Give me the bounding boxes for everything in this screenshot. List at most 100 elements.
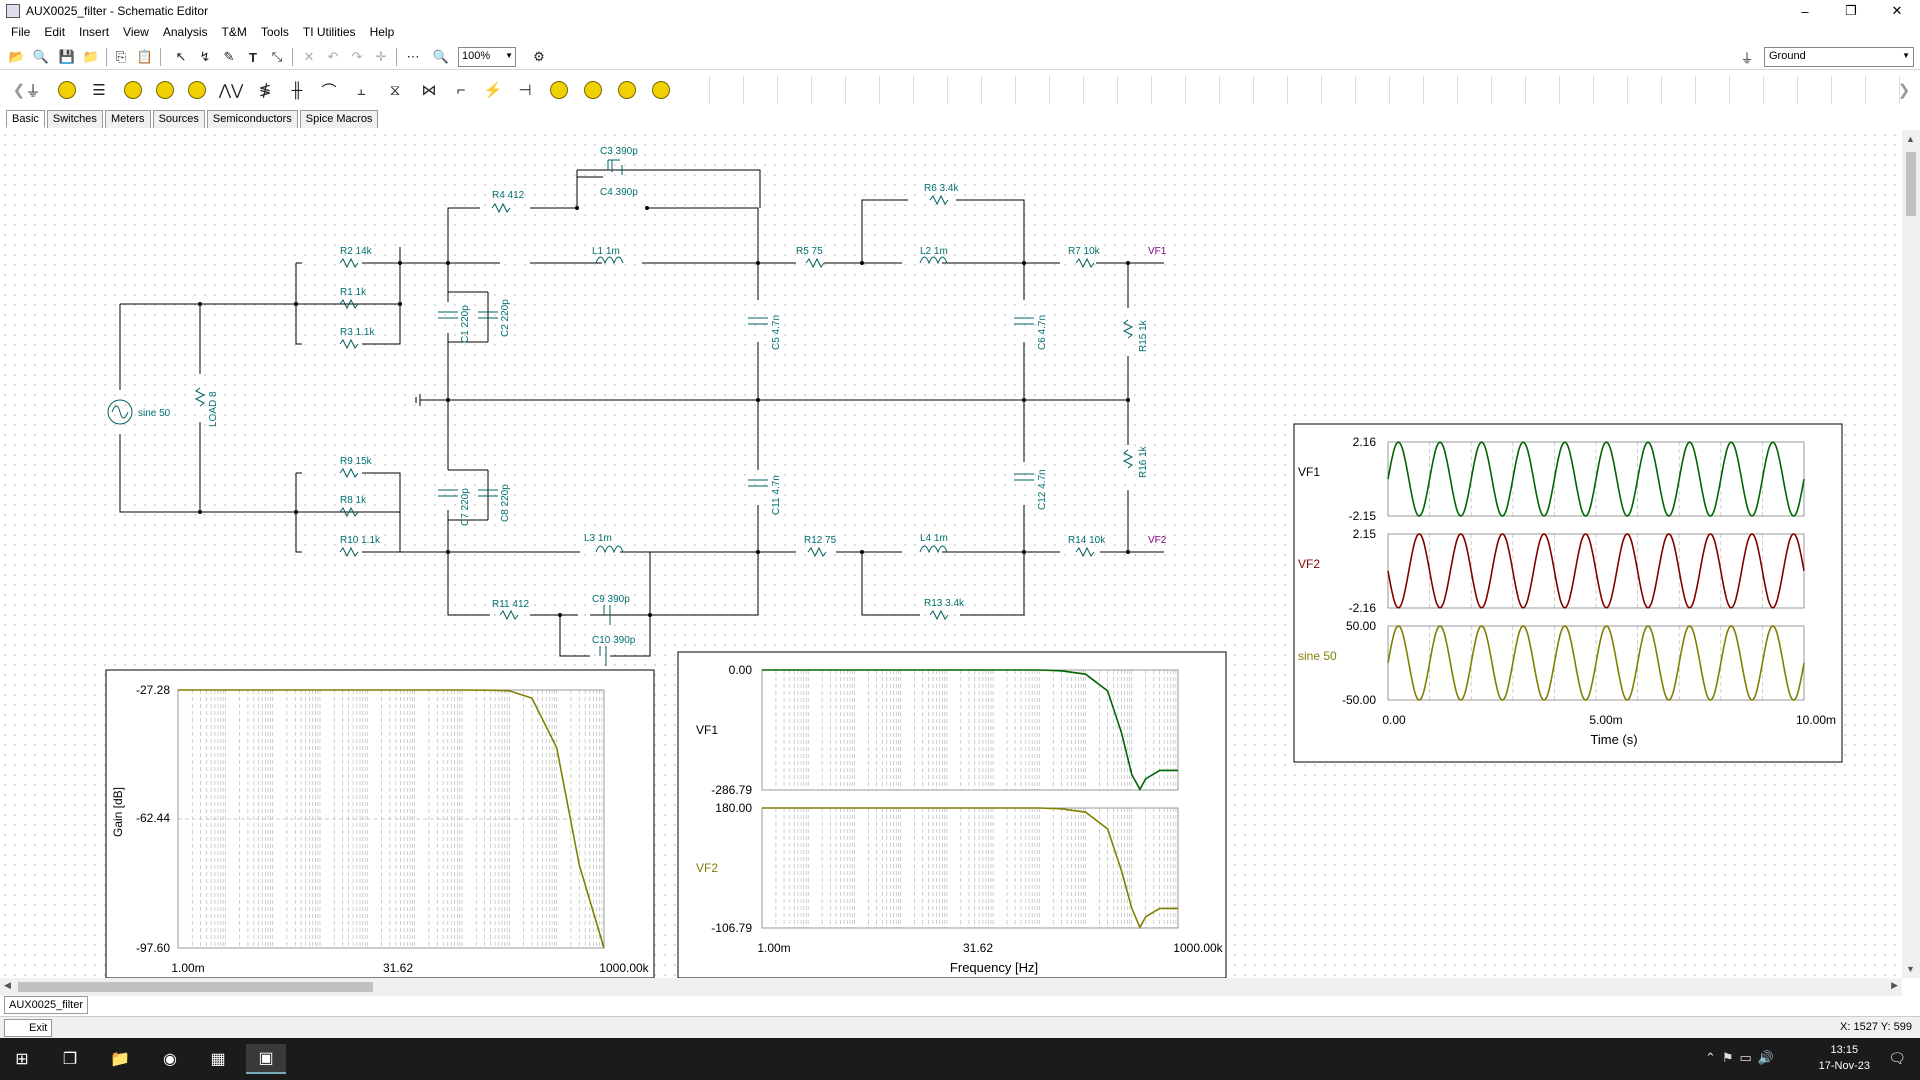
tab-switches[interactable]: Switches bbox=[46, 110, 103, 128]
menu-tm[interactable]: T&M bbox=[221, 25, 247, 39]
empty-slot bbox=[918, 76, 948, 104]
select-arrow-icon[interactable]: ↖ bbox=[175, 49, 187, 64]
cccs-icon[interactable] bbox=[646, 76, 676, 104]
label-source: sine 50 bbox=[138, 408, 171, 419]
transient-series-line-2 bbox=[1387, 533, 1805, 609]
scroll-down-icon[interactable]: ▼ bbox=[1906, 964, 1915, 974]
vf1-phase-label: VF1 bbox=[696, 723, 718, 737]
components bbox=[107, 159, 1134, 666]
scroll-up-icon[interactable]: ▲ bbox=[1906, 134, 1915, 144]
voltage-source-icon[interactable] bbox=[52, 76, 82, 104]
empty-slot bbox=[1088, 76, 1118, 104]
inductor-icon[interactable]: ⌒ bbox=[321, 82, 337, 100]
lamp-icon[interactable] bbox=[150, 76, 180, 104]
exit-button[interactable]: Exit bbox=[4, 1019, 53, 1037]
scroll-right-icon[interactable]: ❯ bbox=[1897, 82, 1911, 99]
resistor-icon[interactable]: ⋀⋁ bbox=[218, 82, 244, 99]
scroll-left-arrow-icon[interactable]: ◀ bbox=[4, 980, 11, 990]
open-folder-icon[interactable]: 📂 bbox=[8, 49, 26, 64]
delete-icon[interactable]: ✕ bbox=[303, 49, 315, 64]
move-icon[interactable]: ✛ bbox=[375, 49, 387, 64]
document-tab[interactable]: AUX0025_filter bbox=[4, 996, 88, 1014]
label-r16: R16 1k bbox=[1138, 445, 1149, 478]
ground-icon[interactable]: ⏚ bbox=[25, 82, 41, 100]
redo-icon[interactable]: ↷ bbox=[351, 49, 363, 64]
capacitor-icon[interactable]: ╫ bbox=[291, 81, 303, 99]
horizontal-scroll-thumb[interactable] bbox=[18, 982, 373, 992]
menu-tools[interactable]: Tools bbox=[260, 25, 289, 39]
relay-icon[interactable]: ⚡ bbox=[483, 82, 503, 99]
menu-view[interactable]: View bbox=[123, 25, 149, 39]
tab-spice-macros[interactable]: Spice Macros bbox=[299, 110, 379, 128]
search-icon[interactable]: 🔍 bbox=[32, 49, 50, 64]
undo-icon[interactable]: ↶ bbox=[327, 49, 339, 64]
minimize-button[interactable]: – bbox=[1801, 3, 1809, 19]
open-icon[interactable]: 📁 bbox=[82, 49, 100, 64]
close-button[interactable]: ✕ bbox=[1891, 3, 1903, 18]
excel-icon[interactable]: ▦ bbox=[210, 1051, 226, 1068]
meter-icon[interactable] bbox=[182, 76, 212, 104]
scroll-left-icon[interactable]: ❮ bbox=[12, 82, 26, 99]
task-view-icon[interactable]: ❐ bbox=[62, 1051, 78, 1068]
vertical-scroll-thumb[interactable] bbox=[1906, 152, 1916, 216]
file-explorer-icon[interactable]: 📁 bbox=[110, 1051, 130, 1068]
current-source-icon[interactable] bbox=[118, 76, 148, 104]
coupled-inductor-icon[interactable]: ⋈ bbox=[421, 82, 437, 99]
tab-basic[interactable]: Basic bbox=[6, 110, 45, 128]
voltage-controlled-icon[interactable] bbox=[544, 76, 574, 104]
text-icon[interactable]: T bbox=[249, 49, 257, 65]
copy-icon[interactable]: ⎘ bbox=[115, 49, 127, 64]
transformer-icon[interactable]: ⧖ bbox=[389, 81, 401, 99]
current-controlled-icon[interactable] bbox=[578, 76, 608, 104]
empty-slot bbox=[1802, 76, 1832, 104]
vertical-scrollbar[interactable]: ▲ ▼ bbox=[1902, 130, 1920, 978]
windows-start-icon[interactable]: ⊞ bbox=[15, 1051, 29, 1068]
probe-icon[interactable]: ⤡ bbox=[271, 49, 283, 64]
chrome-icon[interactable]: ◉ bbox=[163, 1051, 177, 1068]
tina-app-icon[interactable]: ▣ bbox=[246, 1044, 286, 1074]
gain-y-tick-mid: -62.44 bbox=[136, 811, 170, 825]
zoom-select[interactable]: 100% ▼ bbox=[458, 47, 516, 67]
potentiometer-icon[interactable]: ≸ bbox=[258, 82, 272, 99]
system-tray-icons[interactable]: ⌃⚑▭🔊 bbox=[1704, 1050, 1780, 1065]
exit-label: Exit bbox=[29, 1022, 48, 1034]
menu-insert[interactable]: Insert bbox=[79, 25, 110, 39]
label-r1: R1 1k bbox=[340, 287, 367, 298]
empty-slot bbox=[850, 76, 880, 104]
jumper-icon[interactable]: ⊣ bbox=[518, 82, 532, 99]
tab-sources[interactable]: Sources bbox=[152, 110, 205, 128]
junctions bbox=[198, 206, 1130, 617]
tab-semiconductors[interactable]: Semiconductors bbox=[206, 110, 298, 128]
empty-slot bbox=[1224, 76, 1254, 104]
label-r9: R9 15k bbox=[340, 456, 373, 467]
tab-meters[interactable]: Meters bbox=[104, 110, 151, 128]
gain-x-tick-right: 1000.00k bbox=[599, 961, 649, 975]
empty-slot bbox=[1156, 76, 1186, 104]
save-icon[interactable]: 💾 bbox=[58, 49, 76, 64]
pencil-icon[interactable]: ✎ bbox=[223, 49, 235, 64]
zoom-icon[interactable]: 🔍 bbox=[432, 49, 450, 64]
vcvs-icon[interactable] bbox=[612, 76, 642, 104]
schematic-canvas[interactable]: C3 390p C4 390p R4 412 R6 3.4k R2 14k L1… bbox=[0, 130, 1902, 978]
label-r15: R15 1k bbox=[1138, 319, 1149, 352]
paste-icon[interactable]: 📋 bbox=[136, 49, 154, 64]
ground-select[interactable]: Ground ▼ bbox=[1764, 47, 1914, 67]
label-r13: R13 3.4k bbox=[924, 598, 965, 609]
notification-icon[interactable]: 🗨 bbox=[1888, 1050, 1906, 1066]
switch-icon[interactable]: ⌐ bbox=[456, 81, 466, 99]
tool-settings-icon[interactable]: ⚙ bbox=[533, 49, 545, 64]
battery-icon[interactable]: ☰ bbox=[92, 82, 106, 99]
grid-icon[interactable]: ⋯ bbox=[406, 49, 420, 64]
menu-file[interactable]: File bbox=[11, 25, 31, 39]
scroll-right-arrow-icon[interactable]: ▶ bbox=[1891, 980, 1898, 990]
electrolytic-icon[interactable]: ⫠ bbox=[356, 81, 366, 99]
menu-analysis[interactable]: Analysis bbox=[162, 25, 208, 39]
horizontal-scrollbar[interactable]: ◀ ▶ bbox=[0, 978, 1902, 996]
ground-tool-icon[interactable]: ⏚ bbox=[1740, 50, 1754, 66]
clock[interactable]: 13:15 17-Nov-23 bbox=[1819, 1042, 1870, 1074]
maximize-button[interactable]: ❐ bbox=[1845, 3, 1857, 18]
wire-icon[interactable]: ↯ bbox=[199, 49, 211, 64]
menu-help[interactable]: Help bbox=[369, 25, 395, 39]
menu-edit[interactable]: Edit bbox=[44, 25, 66, 39]
menu-ti-utilities[interactable]: TI Utilities bbox=[302, 25, 356, 39]
